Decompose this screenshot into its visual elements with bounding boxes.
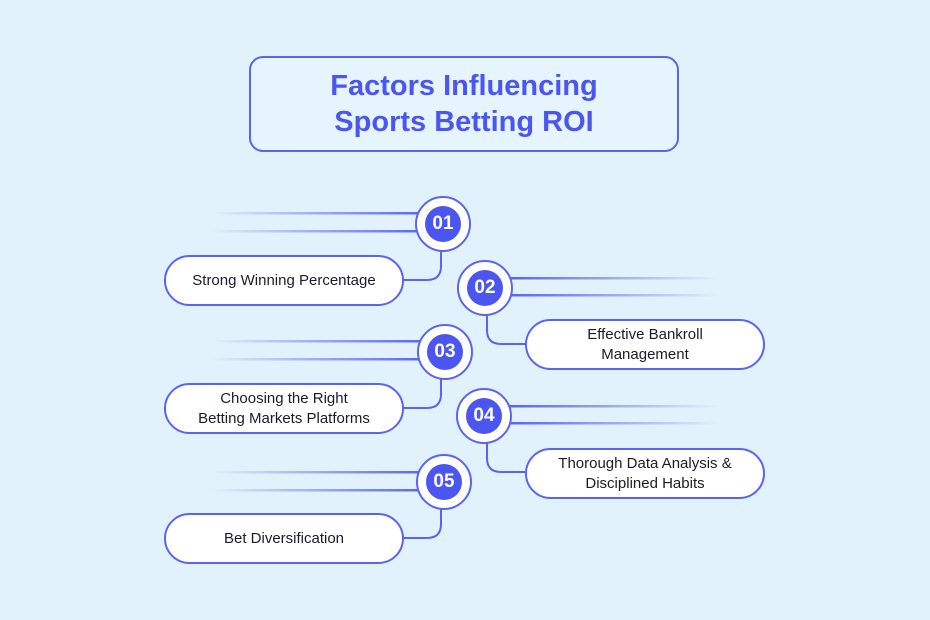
factor-02-label: Effective Bankroll Management: [525, 319, 765, 370]
factor-04-label: Thorough Data Analysis & Disciplined Hab…: [525, 448, 765, 499]
title-line-2: Sports Betting ROI: [334, 106, 594, 138]
factor-02-number-badge: 02: [467, 270, 503, 306]
factor-03-number-badge: 03: [427, 334, 463, 370]
factor-05-number-badge: 05: [426, 464, 462, 500]
factor-04-label-line-1: Thorough Data Analysis &: [558, 454, 732, 472]
title-box: Factors Influencing Sports Betting ROI: [249, 56, 679, 152]
factor-01-label: Strong Winning Percentage: [164, 255, 404, 306]
factor-03-label: Choosing the Right Betting Markets Platf…: [164, 383, 404, 434]
factor-02-label-line-1: Effective Bankroll: [587, 325, 703, 343]
factor-05-label-line-1: Bet Diversification: [223, 529, 345, 547]
factor-01-label-line-1: Strong Winning Percentage: [192, 271, 376, 289]
factor-01-number-badge: 01: [425, 206, 461, 242]
factor-02-label-line-2: Management: [601, 345, 689, 363]
factor-04-number-badge: 04: [466, 398, 502, 434]
factor-03-label-line-1: Choosing the Right: [220, 389, 348, 407]
factor-04-label-line-2: Disciplined Habits: [585, 474, 705, 492]
factor-03-label-line-2: Betting Markets Platforms: [198, 409, 370, 427]
title-line-1: Factors Influencing: [330, 70, 598, 102]
factor-05-label: Bet Diversification: [164, 513, 404, 564]
